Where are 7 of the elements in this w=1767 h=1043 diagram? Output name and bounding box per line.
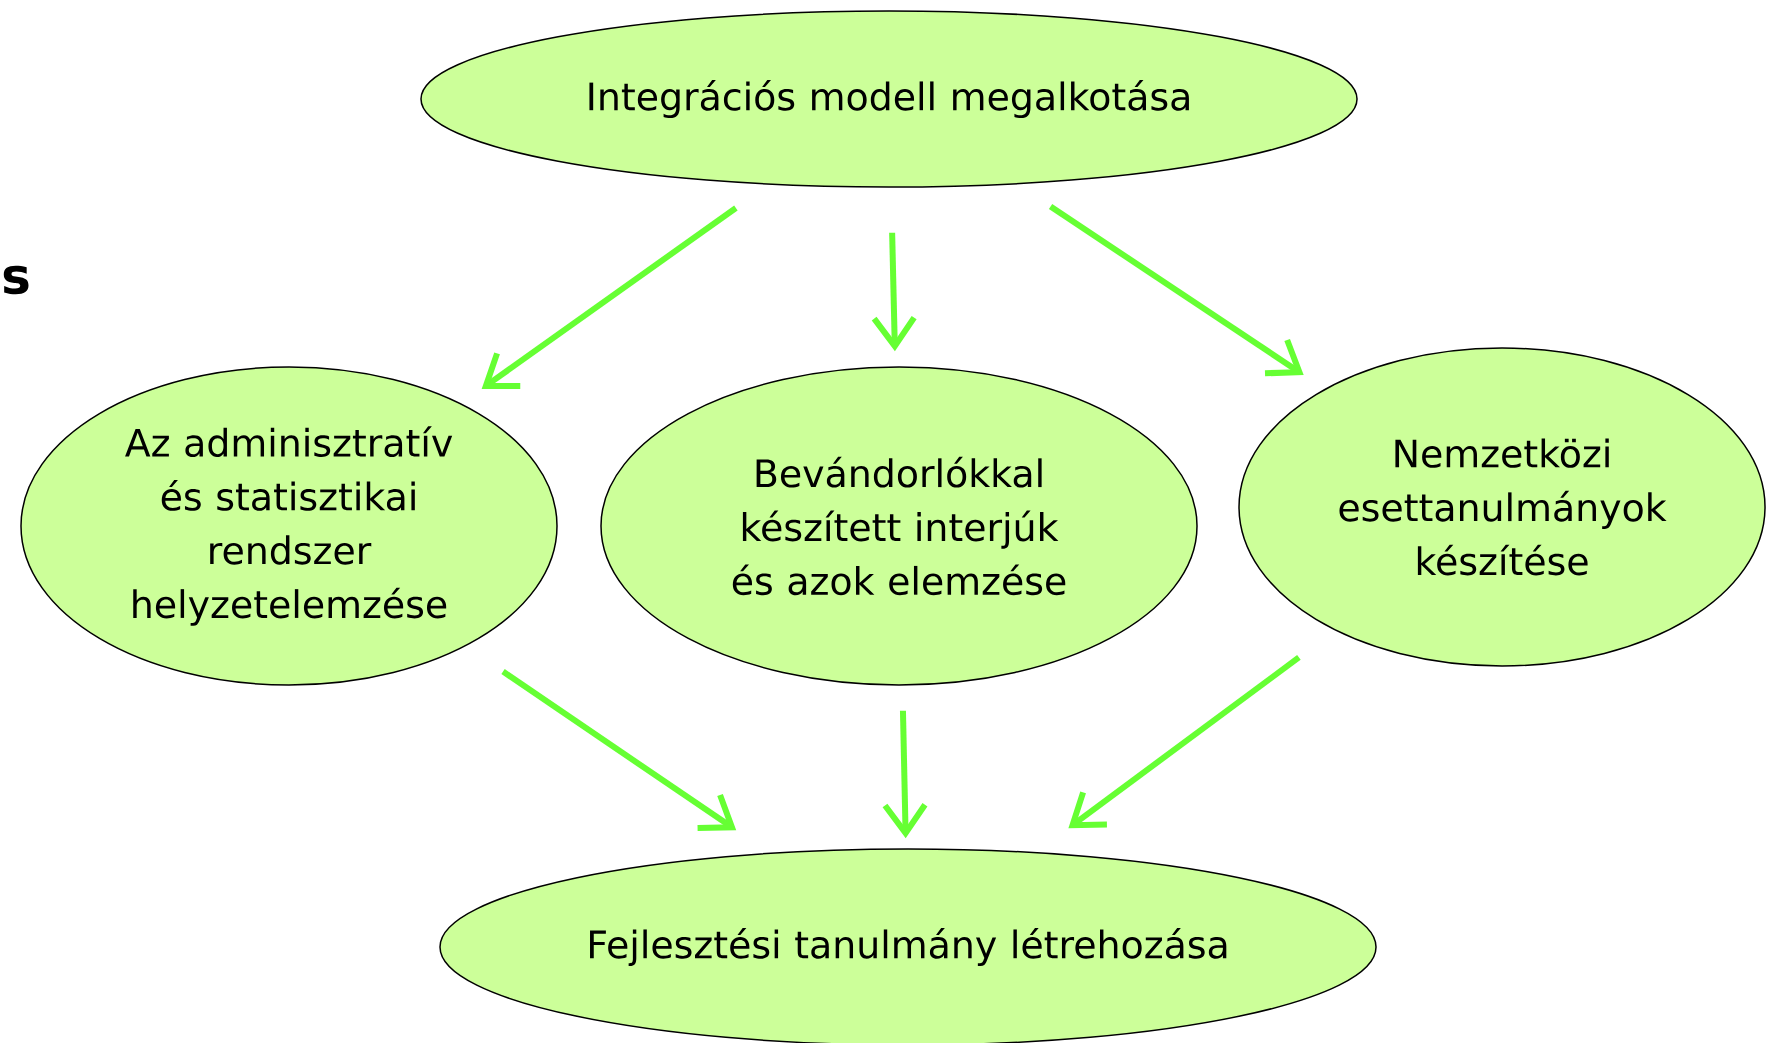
text-fragment: s [3,265,29,295]
arrow [481,205,738,389]
arrow [882,710,928,839]
arrow [501,669,737,832]
arrow [1068,655,1301,829]
arrow [1048,204,1304,377]
arrow [871,232,917,352]
